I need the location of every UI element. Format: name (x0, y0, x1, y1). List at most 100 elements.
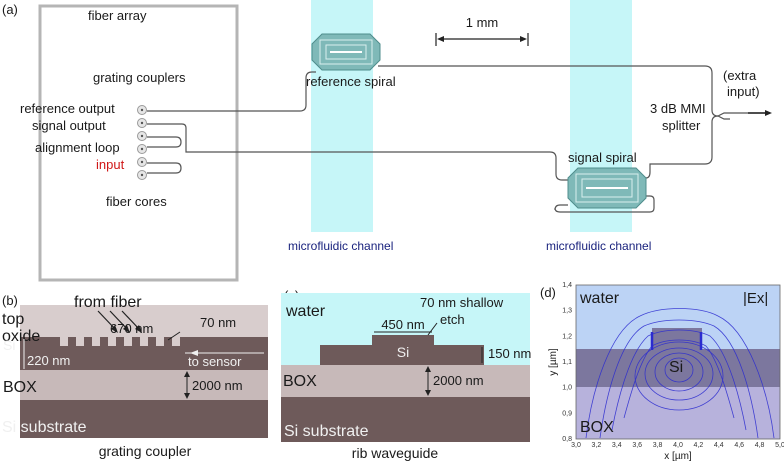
panel-b: (b) from fiber top oxide 670 nm 70 nm (2, 293, 268, 459)
box-layer (20, 370, 268, 400)
width-label: 450 nm (381, 317, 424, 332)
etch-label-1: 70 nm shallow (420, 295, 504, 310)
etch-label-2: etch (440, 312, 465, 327)
scale-arrow-right (520, 36, 527, 42)
box-arrow-down (184, 393, 190, 399)
panel-b-tag: (b) (2, 293, 18, 308)
top-label: top (2, 311, 24, 328)
rib-caption: rib waveguide (352, 445, 439, 461)
y-axis-label: y [µm] (548, 348, 559, 376)
y-tick-label: 1,2 (562, 333, 572, 340)
fiber-array-label: fiber array (88, 8, 147, 23)
x-tick-label: 3,6 (632, 442, 642, 449)
y-tick-label: 1,3 (562, 308, 572, 315)
y-tick-labels: 0,8 0,9 1,0 1,1 1,2 1,3 1,4 (562, 282, 572, 443)
box-label-c: BOX (283, 373, 317, 390)
x-tick-label: 3,2 (592, 442, 602, 449)
extra-input-label-1: (extra (723, 68, 757, 83)
grating-teeth (60, 337, 180, 346)
grating-caption: grating coupler (99, 443, 192, 459)
box-arrow-down-c (425, 390, 431, 396)
oxide-label: oxide (2, 328, 40, 345)
extra-input-arrowhead (765, 110, 772, 116)
extra-input-label-2: input) (727, 84, 760, 99)
y-tick-label: 0,8 (562, 436, 572, 443)
reference-spiral-label: reference spiral (306, 74, 396, 89)
scale-label: 1 mm (466, 15, 499, 30)
period-label: 670 nm (110, 321, 153, 336)
reference-spiral (311, 33, 381, 71)
substrate-layer (20, 400, 268, 438)
to-sensor-label: to sensor (188, 354, 242, 369)
substrate-layer-c (281, 397, 530, 442)
channel-label-left: microfluidic channel (288, 239, 393, 253)
from-fiber-label: from fiber (74, 294, 142, 311)
box-thickness-label-c: 2000 nm (433, 373, 484, 388)
box-label: BOX (3, 379, 37, 396)
water-label-c: water (285, 303, 326, 320)
thickness-label: 220 nm (27, 353, 70, 368)
box-arrow-up (184, 371, 190, 377)
field-contours (585, 308, 775, 439)
x-tick-label: 3,4 (612, 442, 622, 449)
mmi-label-2: splitter (662, 118, 701, 133)
si-ridge-region (652, 328, 702, 350)
incident-arrowheads (111, 325, 142, 333)
signal-spiral (567, 167, 647, 209)
x-tick-label: 4,4 (714, 442, 724, 449)
panel-d: (d) water |Ex| Si BOX 3,0 3,2 3,4 3,6 3,8 4,0… (540, 282, 784, 462)
grating-coupler-circles (137, 105, 147, 180)
x-tick-label: 5,0 (775, 442, 784, 449)
panel-c: (c) water 70 nm shallow etch 450 nm Si 1… (281, 288, 531, 461)
height-label: 150 nm (488, 346, 531, 361)
x-tick-label: 3,8 (653, 442, 663, 449)
waveguides (147, 65, 766, 213)
si-label: Si (3, 337, 15, 353)
x-tick-label: 4,8 (755, 442, 765, 449)
rib-ridge (372, 335, 434, 347)
y-tick-label: 1,1 (562, 359, 572, 366)
slab-layer (320, 345, 484, 365)
fiber-core-dots (140, 108, 144, 177)
etch-pointer (427, 322, 438, 336)
panel-a: (a) fiber array grating couplers referen… (2, 0, 772, 282)
substrate-label: Si substrate (2, 419, 87, 436)
box-label-d: BOX (580, 419, 614, 436)
x-axis-label: x [µm] (664, 451, 692, 462)
field-label: |Ex| (743, 290, 768, 307)
y-tick-label: 0,9 (562, 410, 572, 417)
channel-label-right: microfluidic channel (546, 239, 651, 253)
reference-output-label: reference output (20, 101, 115, 116)
x-tick-label: 4,2 (694, 442, 704, 449)
signal-spiral-label: signal spiral (568, 150, 637, 165)
x-tick-label: 4,0 (673, 442, 683, 449)
depth-label: 70 nm (200, 315, 236, 330)
depth-pointer (167, 331, 181, 341)
panel-d-tag: (d) (540, 285, 556, 300)
box-layer-c (281, 365, 530, 397)
si-label-d: Si (669, 359, 683, 376)
grating-couplers-label: grating couplers (93, 70, 186, 85)
mmi-label-1: 3 dB MMI (650, 101, 706, 116)
box-region (576, 387, 780, 439)
box-arrow-up-c (425, 366, 431, 372)
y-tick-label: 1,4 (562, 282, 572, 289)
to-sensor-arrowhead (190, 350, 198, 356)
box-thickness-label: 2000 nm (192, 378, 243, 393)
top-oxide-layer (20, 305, 268, 337)
incident-arrows (97, 310, 141, 331)
substrate-label-c: Si substrate (284, 423, 369, 440)
x-tick-labels: 3,0 3,2 3,4 3,6 3,8 4,0 4,2 4,4 4,6 4,8 5,0 (571, 442, 784, 449)
alignment-loop-label: alignment loop (35, 140, 120, 155)
x-tick-label: 3,0 (571, 442, 581, 449)
fiber-cores-label: fiber cores (106, 194, 167, 209)
y-tick-label: 1,0 (562, 385, 572, 392)
si-label-c: Si (397, 344, 409, 360)
scale-arrow-left (437, 36, 444, 42)
x-tick-label: 4,6 (734, 442, 744, 449)
plot-frame (575, 284, 781, 440)
panel-a-tag: (a) (2, 2, 18, 17)
input-label: input (96, 157, 125, 172)
water-label-d: water (579, 290, 620, 307)
signal-output-label: signal output (32, 118, 106, 133)
